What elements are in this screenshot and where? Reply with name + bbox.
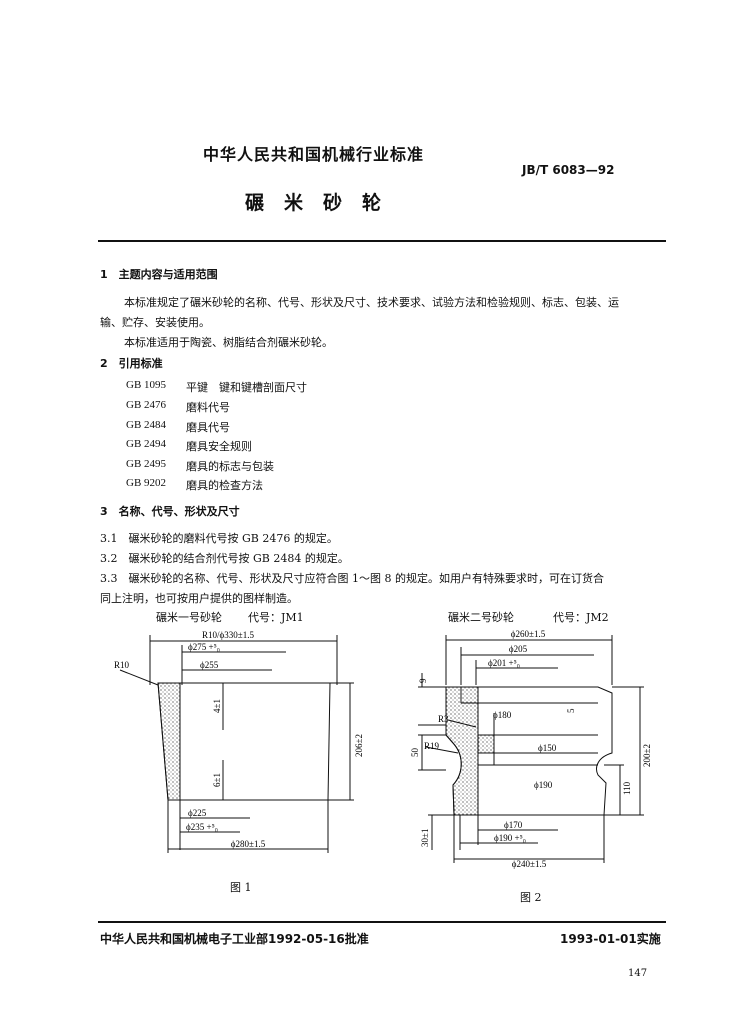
fig1-dim-top: R10/ϕ330±1.5 bbox=[202, 630, 254, 640]
section-1-paragraph-2: 本标准适用于陶瓷、树脂结合剂碾米砂轮。 bbox=[124, 336, 333, 349]
fig1-dim-235: ϕ235 +⁵₀ bbox=[186, 822, 218, 832]
section-2-heading: 2 引用标准 bbox=[100, 357, 163, 370]
ref-text: 磨具的检查方法 bbox=[186, 479, 263, 492]
fig1-dim-280: ϕ280±1.5 bbox=[231, 839, 266, 849]
fig2-dim-5: 5 bbox=[566, 708, 576, 713]
fig1-name: 碾米一号砂轮 bbox=[156, 611, 222, 624]
ref-text: 磨具的标志与包装 bbox=[186, 460, 274, 473]
fig2-dim-110: 110 bbox=[622, 781, 632, 795]
ref-text: 磨具代号 bbox=[186, 421, 230, 434]
section-1-heading: 1 主题内容与适用范围 bbox=[100, 268, 218, 281]
fig2-caption: 图 2 bbox=[520, 891, 542, 904]
clause-3-1: 3.1 碾米砂轮的磨料代号按 GB 2476 的规定。 bbox=[100, 532, 338, 545]
fig1-dim-206: 206±2 bbox=[354, 734, 364, 757]
fig1-dim-r10: R10 bbox=[114, 660, 130, 670]
fig2-dim-205: ϕ205 bbox=[509, 644, 528, 654]
clause-3-3-line1: 3.3 碾米砂轮的名称、代号、形状及尺寸应符合图 1～图 8 的规定。如用户有特… bbox=[100, 572, 604, 585]
fig2-dim-180: ϕ180 bbox=[493, 710, 512, 720]
fig1-dim-6: 6±1 bbox=[212, 773, 222, 787]
ref-code: GB 2484 bbox=[126, 419, 167, 431]
fig2-dim-190b: ϕ190 +⁵₀ bbox=[494, 833, 526, 843]
fig1-dim-275: ϕ275 +⁵₀ bbox=[188, 642, 220, 652]
fig2-name: 碾米二号砂轮 bbox=[448, 611, 514, 624]
ref-code: GB 2494 bbox=[126, 438, 167, 450]
fig2-dim-30: 30±1 bbox=[420, 829, 430, 847]
fig1-dim-255: ϕ255 bbox=[200, 660, 219, 670]
footer-rule bbox=[98, 921, 666, 923]
document-title: 碾米砂轮 bbox=[245, 192, 402, 214]
ref-code: GB 1095 bbox=[126, 379, 167, 391]
section-1-paragraph-line1: 本标准规定了碾米砂轮的名称、代号、形状及尺寸、技术要求、试验方法和检验规则、标志… bbox=[124, 296, 619, 309]
section-3-heading: 3 名称、代号、形状及尺寸 bbox=[100, 505, 240, 518]
effective-date: 1993-01-01实施 bbox=[560, 932, 661, 946]
ref-text: 平键 键和键槽剖面尺寸 bbox=[186, 381, 307, 394]
fig2-dim-r3: R3 bbox=[438, 714, 449, 724]
ref-code: GB 2476 bbox=[126, 399, 167, 411]
fig2-dim-150: ϕ150 bbox=[538, 743, 557, 753]
ref-text: 磨料代号 bbox=[186, 401, 230, 414]
header-rule bbox=[98, 240, 666, 242]
standard-number: JB/T 6083—92 bbox=[522, 163, 615, 177]
clause-3-2: 3.2 碾米砂轮的结合剂代号按 GB 2484 的规定。 bbox=[100, 552, 349, 565]
fig2-code: 代号：JM2 bbox=[553, 611, 609, 624]
ref-text: 磨具安全规则 bbox=[186, 440, 252, 453]
section-1-paragraph-line2: 输、贮存、安装使用。 bbox=[100, 316, 210, 329]
fig2-dim-201: ϕ201 +⁵₀ bbox=[488, 658, 520, 668]
fig2-dim-50: 50 bbox=[410, 748, 420, 758]
ref-code: GB 9202 bbox=[126, 477, 167, 489]
fig2-dim-r19: R19 bbox=[424, 741, 440, 751]
figure-2-drawing: ϕ260±1.5 ϕ205 ϕ201 +⁵₀ ϕ180 ϕ150 ϕ190 ϕ1… bbox=[410, 629, 652, 869]
fig1-dim-4: 4±1 bbox=[212, 699, 222, 713]
fig1-code: 代号：JM1 bbox=[248, 611, 304, 624]
fig1-dim-225: ϕ225 bbox=[188, 808, 207, 818]
fig2-dim-240: ϕ240±1.5 bbox=[512, 859, 547, 869]
clause-3-3-line2: 同上注明，也可按用户提供的图样制造。 bbox=[100, 592, 298, 605]
standard-category-title: 中华人民共和国机械行业标准 bbox=[203, 145, 425, 164]
fig2-dim-200: 200±2 bbox=[642, 744, 652, 767]
figure-1-drawing: R10/ϕ330±1.5 ϕ275 +⁵₀ ϕ255 R10 4±1 6±1 2… bbox=[114, 630, 364, 853]
fig1-caption: 图 1 bbox=[230, 881, 252, 894]
fig2-dim-190: ϕ190 bbox=[534, 780, 553, 790]
approval-issuer: 中华人民共和国机械电子工业部1992-05-16批准 bbox=[100, 932, 369, 946]
page-number: 147 bbox=[628, 968, 648, 979]
ref-code: GB 2495 bbox=[126, 458, 167, 470]
fig2-dim-260: ϕ260±1.5 bbox=[511, 629, 546, 639]
fig2-dim-9: 9 bbox=[418, 678, 428, 683]
fig2-dim-170: ϕ170 bbox=[504, 820, 523, 830]
